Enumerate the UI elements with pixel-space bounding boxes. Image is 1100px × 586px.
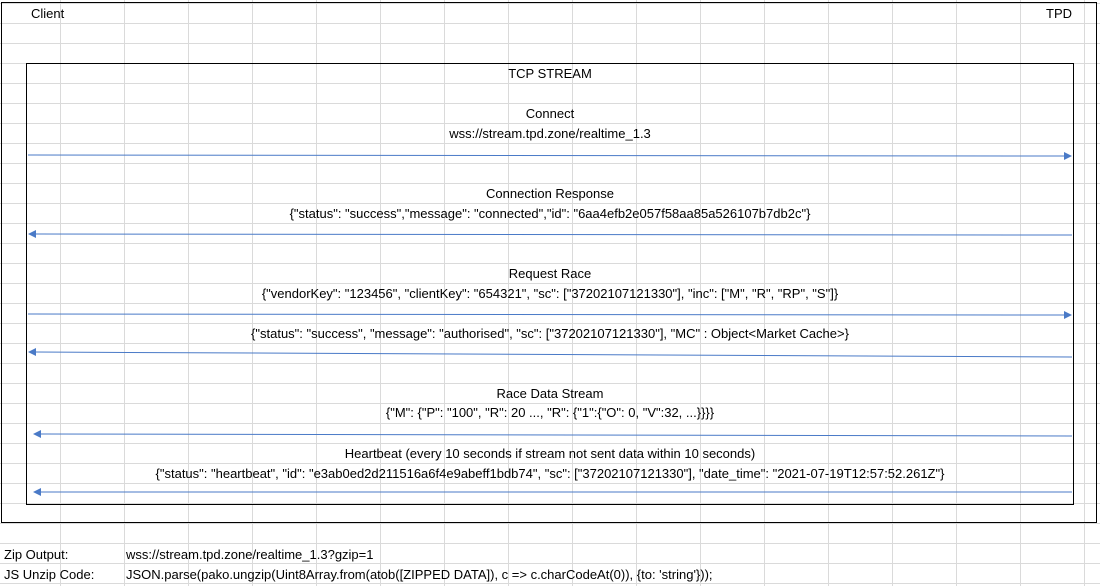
message-connect-label: Connect <box>525 106 575 121</box>
participant-client: Client <box>31 6 65 21</box>
message-arrow-line-3 <box>34 351 1073 358</box>
message-heartbeat-payload: {"status": "heartbeat", "id": "e3ab0ed2d… <box>155 466 945 481</box>
js-unzip-value: JSON.parse(pako.ungzip(Uint8Array.from(a… <box>126 567 713 582</box>
message-request-race-label: Request Race <box>508 266 592 281</box>
message-arrow-line-1 <box>34 233 1073 236</box>
message-arrow-line-0 <box>27 154 1066 157</box>
zip-output-label: Zip Output: <box>4 547 69 562</box>
message-arrow-head-4 <box>33 430 41 438</box>
message-heartbeat-label: Heartbeat (every 10 seconds if stream no… <box>344 446 756 461</box>
message-arrow-head-3 <box>28 348 36 356</box>
message-connection-response-payload: {"status": "success","message": "connect… <box>289 206 811 221</box>
tcp-stream-box <box>26 63 1074 505</box>
message-arrow-line-4 <box>39 433 1073 437</box>
message-race-data-stream-payload: {"M": {"P": "100", "R": 20 ..., "R": {"1… <box>385 405 715 420</box>
tcp-stream-title: TCP STREAM <box>508 66 592 81</box>
message-arrow-head-5 <box>33 488 41 496</box>
message-connect-payload: wss://stream.tpd.zone/realtime_1.3 <box>449 126 651 141</box>
message-arrow-head-1 <box>28 230 36 238</box>
message-authorised-payload: {"status": "success", "message": "author… <box>251 326 849 341</box>
message-arrow-head-2 <box>1064 311 1072 319</box>
message-arrow-line-2 <box>27 313 1066 316</box>
sequence-diagram-frame <box>1 2 1097 523</box>
zip-output-value: wss://stream.tpd.zone/realtime_1.3?gzip=… <box>126 547 374 562</box>
participant-tpd: TPD <box>1046 6 1072 21</box>
message-race-data-stream-label: Race Data Stream <box>496 386 604 401</box>
message-connection-response-label: Connection Response <box>486 186 614 201</box>
message-arrow-head-0 <box>1064 152 1072 160</box>
js-unzip-label: JS Unzip Code: <box>4 567 95 582</box>
message-request-race-payload: {"vendorKey": "123456", "clientKey": "65… <box>261 286 839 301</box>
